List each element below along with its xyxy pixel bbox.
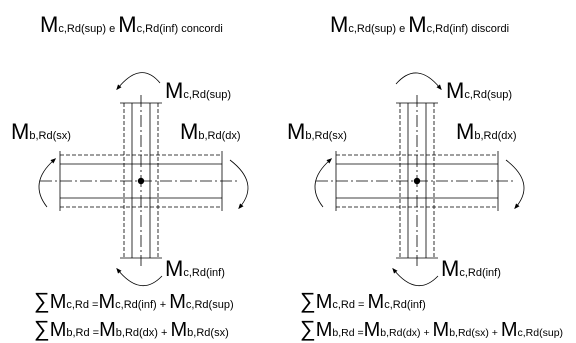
left-label-right-m: M [180, 119, 199, 144]
right-left-moment-arrow [314, 158, 333, 208]
right-label-left-s: b,Rd(sx) [305, 130, 347, 142]
right-eq1-sigma: ∑ [300, 288, 316, 313]
left-eq1-m1: M [98, 291, 116, 313]
left-label-left-s: b,Rd(sx) [29, 130, 71, 142]
right-label-right: Mb,Rd(dx) [456, 121, 517, 143]
right-eq1-m0: M [315, 291, 333, 313]
right-top-moment-arrow [395, 72, 442, 91]
left-title-m1: M [40, 12, 59, 37]
right-eq1-equals: = [354, 299, 368, 311]
right-eq2-plus-1: + [420, 327, 433, 339]
right-panel-title: Mc,Rd(sup) e Mc,Rd(inf) discordi [330, 14, 509, 36]
left-eq2-s2: b,Rd(sx) [187, 327, 229, 339]
right-eq2-s2: b,Rd(sx) [449, 327, 489, 339]
right-eq2-s1: b,Rd(dx) [380, 327, 421, 339]
left-label-bottom-s: c,Rd(inf) [183, 267, 225, 279]
right-eq1-m1: M [367, 291, 385, 313]
left-eq2-m2: M [170, 319, 188, 341]
left-eq1-s2: c,Rd(sup) [185, 299, 234, 311]
right-title-s1: c,Rd(sup) [348, 23, 397, 35]
left-eq2-equals: = [89, 327, 100, 339]
right-eq2-m0: M [315, 319, 333, 341]
left-top-moment-arrow [116, 72, 161, 91]
left-title-s1: c,Rd(sup) [58, 23, 107, 35]
right-label-top-s: c,Rd(sup) [464, 89, 513, 101]
left-eq1-s0: c,Rd [66, 299, 89, 311]
right-title-conj: e [396, 23, 409, 35]
left-label-top-m: M [165, 78, 184, 103]
left-label-top-s: c,Rd(sup) [183, 89, 232, 101]
right-eq2-m2: M [432, 319, 450, 341]
right-eq1-s0: c,Rd [332, 299, 355, 311]
right-eq2-s0: b,Rd [332, 327, 355, 339]
left-eq2-plus: + [157, 327, 171, 339]
left-eq2-m0: M [49, 319, 67, 341]
right-eq2-plus-2: + [488, 327, 501, 339]
left-title-tail: concordi [178, 23, 223, 35]
left-label-left-m: M [11, 119, 30, 144]
right-equation-1: ∑Mc,Rd = Mc,Rd(inf) [300, 288, 426, 313]
right-label-bottom-s: c,Rd(inf) [459, 267, 501, 279]
right-node [314, 72, 525, 286]
left-node-center-dot [137, 177, 145, 185]
left-node [38, 72, 249, 286]
left-label-bottom-m: M [165, 256, 184, 281]
right-node-center-dot [413, 177, 421, 185]
right-eq2-equals: = [354, 327, 364, 339]
right-label-bottom: Mc,Rd(inf) [441, 258, 501, 280]
left-bottom-moment-arrow [116, 267, 163, 286]
left-label-right: Mb,Rd(dx) [180, 121, 241, 143]
right-label-bottom-m: M [441, 256, 460, 281]
right-eq1-s1: c,Rd(inf) [384, 299, 426, 311]
left-equation-1: ∑Mc,Rd =Mc,Rd(inf) + Mc,Rd(sup) [34, 288, 234, 313]
left-eq2-m1: M [99, 319, 116, 341]
right-eq2-s3: c,Rd(sup) [517, 327, 564, 339]
left-eq2-sigma: ∑ [34, 316, 50, 341]
left-title-m2: M [118, 12, 137, 37]
right-right-moment-arrow [505, 159, 525, 210]
right-label-top: Mc,Rd(sup) [446, 80, 512, 102]
left-label-right-s: b,Rd(dx) [198, 130, 241, 142]
left-eq1-m0: M [49, 291, 67, 313]
left-eq2-s1: b,Rd(dx) [115, 327, 158, 339]
right-label-right-s: b,Rd(dx) [474, 130, 517, 142]
left-panel-title: Mc,Rd(sup) e Mc,Rd(inf) concordi [40, 14, 223, 36]
left-eq2-s0: b,Rd [66, 327, 90, 339]
left-eq1-m2: M [169, 291, 186, 313]
left-title-conj: e [106, 23, 119, 35]
left-eq1-plus: + [156, 299, 170, 311]
right-eq2-m3: M [500, 319, 518, 341]
right-label-right-m: M [456, 119, 475, 144]
right-label-top-m: M [446, 78, 465, 103]
left-equation-2: ∑Mb,Rd =Mb,Rd(dx) + Mb,Rd(sx) [34, 316, 229, 341]
left-title-s2: c,Rd(inf) [136, 23, 179, 35]
left-label-top: Mc,Rd(sup) [165, 80, 231, 102]
left-label-bottom: Mc,Rd(inf) [165, 258, 225, 280]
left-eq1-sigma: ∑ [34, 288, 50, 313]
left-label-left: Mb,Rd(sx) [11, 121, 71, 143]
right-title-m1: M [330, 12, 349, 37]
right-eq2-sigma: ∑ [300, 316, 316, 341]
right-title-m2: M [408, 12, 427, 37]
right-title-tail: discordi [468, 23, 510, 35]
right-eq2-m1: M [363, 319, 381, 341]
left-right-moment-arrow [229, 159, 249, 210]
left-eq1-equals: = [88, 299, 99, 311]
right-label-left: Mb,Rd(sx) [287, 121, 347, 143]
right-label-left-m: M [287, 119, 306, 144]
right-title-s2: c,Rd(inf) [426, 23, 469, 35]
right-equation-2: ∑Mb,Rd =Mb,Rd(dx) + Mb,Rd(sx) + Mc,Rd(su… [300, 316, 564, 341]
right-bottom-moment-arrow [392, 267, 439, 286]
left-eq1-s1: c,Rd(inf) [115, 299, 157, 311]
left-left-moment-arrow [38, 158, 57, 208]
